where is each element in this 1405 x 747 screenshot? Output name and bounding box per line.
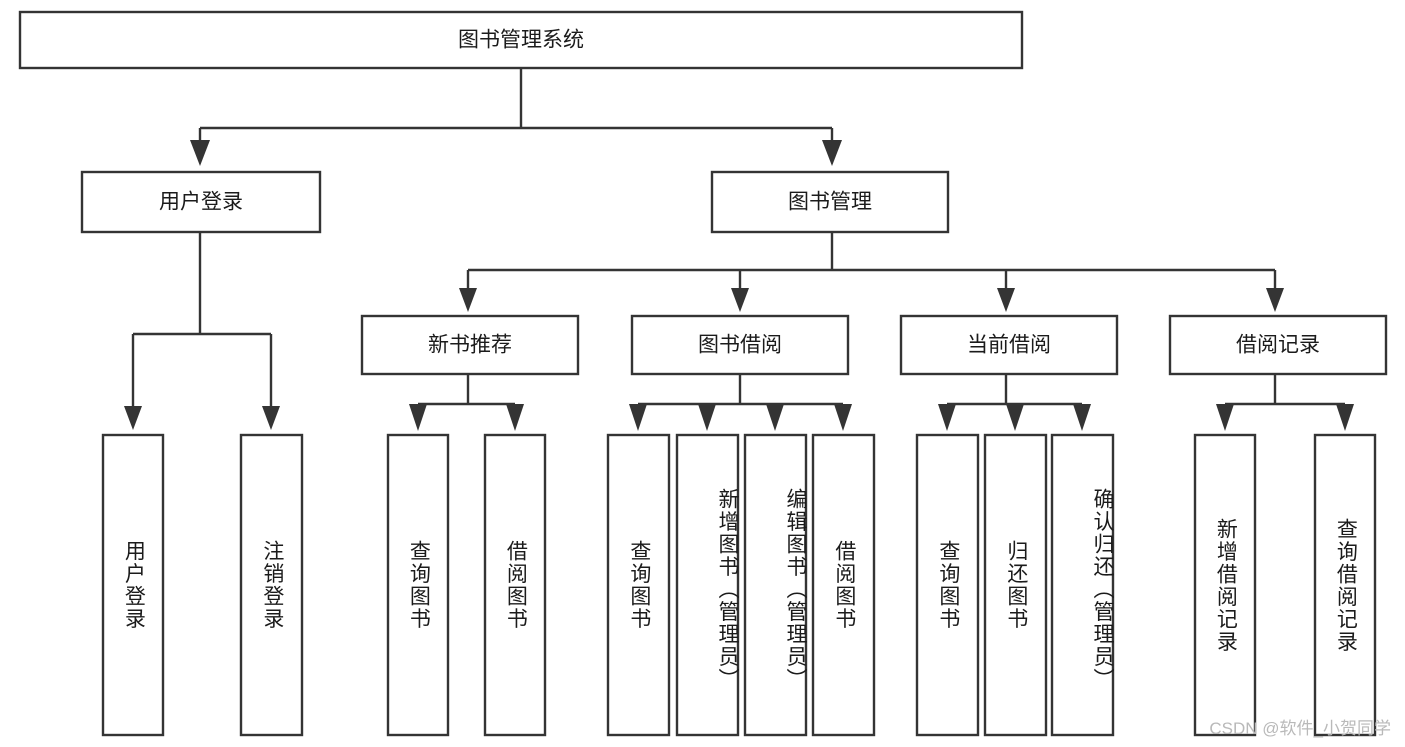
- arrow-user-login-leaf-2: [262, 406, 280, 430]
- node-book-mgmt-box[interactable]: [710, 170, 950, 234]
- node-leaf-confirm-return-box[interactable]: [1050, 433, 1115, 737]
- node-leaf-query-book-1-box[interactable]: [386, 433, 450, 737]
- node-current-borrow[interactable]: 当前借阅: [899, 314, 1119, 376]
- arrow-current-borrow-leaf-3: [1073, 404, 1091, 431]
- arrow-root-to-user-login: [190, 140, 210, 166]
- arrow-book-mgmt-book-borrow: [731, 288, 749, 312]
- connector-group-current-borrow: [938, 374, 1091, 431]
- arrow-borrow-record-leaf-2: [1336, 404, 1354, 431]
- node-book-borrow-label: 图书借阅: [698, 334, 782, 357]
- node-current-borrow-box[interactable]: [899, 314, 1119, 376]
- connector-group-book-mgmt: [459, 232, 1284, 312]
- arrow-current-borrow-leaf-1: [938, 404, 956, 431]
- node-leaf-query-book-3-box[interactable]: [915, 433, 980, 737]
- node-leaf-query-record-box[interactable]: [1313, 433, 1377, 737]
- node-user-login[interactable]: 用户登录: [80, 170, 322, 234]
- node-root-box[interactable]: [18, 10, 1024, 70]
- arrow-book-mgmt-borrow-record: [1266, 288, 1284, 312]
- node-book-mgmt-label: 图书管理: [788, 191, 872, 214]
- node-leaf-user-login-box[interactable]: [101, 433, 165, 737]
- node-user-login-box[interactable]: [80, 170, 322, 234]
- node-book-borrow-box[interactable]: [630, 314, 850, 376]
- node-current-borrow-label: 当前借阅: [967, 334, 1051, 357]
- arrow-book-mgmt-current-borrow: [997, 288, 1015, 312]
- node-book-mgmt[interactable]: 图书管理: [710, 170, 950, 234]
- arrow-book-borrow-leaf-1: [629, 404, 647, 431]
- arrow-book-borrow-leaf-3: [766, 404, 784, 431]
- csdn-watermark: CSDN @软件_小贺同学: [1209, 719, 1391, 738]
- arrow-new-book-rec-leaf-2: [506, 404, 524, 431]
- arrow-borrow-record-leaf-1: [1216, 404, 1234, 431]
- node-leaf-add-book-box[interactable]: [675, 433, 740, 737]
- node-user-login-label: 用户登录: [159, 191, 243, 214]
- connector-group-borrow-record: [1216, 374, 1354, 431]
- node-leaf-borrow-book-1-box[interactable]: [483, 433, 547, 737]
- arrow-current-borrow-leaf-2: [1006, 404, 1024, 431]
- node-borrow-record-label: 借阅记录: [1236, 334, 1320, 357]
- arrow-book-mgmt-new-book-rec: [459, 288, 477, 312]
- node-leaf-edit-book-box[interactable]: [743, 433, 808, 737]
- arrow-root-to-book-mgmt: [822, 140, 842, 166]
- node-leaf-add-record-box[interactable]: [1193, 433, 1257, 737]
- node-leaf-logout-box[interactable]: [239, 433, 304, 737]
- arrow-book-borrow-leaf-4: [834, 404, 852, 431]
- connector-group-new-book-rec: [409, 374, 524, 431]
- node-borrow-record[interactable]: 借阅记录: [1168, 314, 1388, 376]
- node-root[interactable]: 图书管理系统: [18, 10, 1024, 70]
- node-new-book-rec-box[interactable]: [360, 314, 580, 376]
- connector-group-user-login: [124, 232, 280, 430]
- node-root-label: 图书管理系统: [458, 29, 584, 52]
- node-leaf-query-book-2-box[interactable]: [606, 433, 671, 737]
- node-leaf-borrow-book-2-box[interactable]: [811, 433, 876, 737]
- node-borrow-record-box[interactable]: [1168, 314, 1388, 376]
- connector-group-root: [190, 68, 842, 166]
- connector-group-book-borrow: [629, 374, 852, 431]
- node-leaf-return-book-box[interactable]: [983, 433, 1048, 737]
- node-new-book-rec-label: 新书推荐: [428, 334, 512, 357]
- arrow-new-book-rec-leaf-1: [409, 404, 427, 431]
- arrow-user-login-leaf-1: [124, 406, 142, 430]
- arrow-book-borrow-leaf-2: [698, 404, 716, 431]
- node-book-borrow[interactable]: 图书借阅: [630, 314, 850, 376]
- node-new-book-rec[interactable]: 新书推荐: [360, 314, 580, 376]
